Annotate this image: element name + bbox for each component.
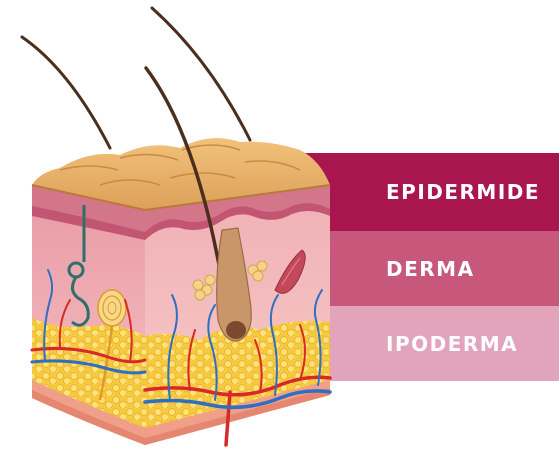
epidermis-label: EPIDERMIDE	[302, 153, 559, 231]
dermis-label: DERMA	[302, 231, 559, 306]
dermis-label-text: DERMA	[386, 257, 475, 281]
hypodermis-label-text: IPODERMA	[386, 332, 518, 356]
epidermis-label-text: EPIDERMIDE	[386, 180, 540, 204]
hypodermis-label: IPODERMA	[302, 306, 559, 381]
